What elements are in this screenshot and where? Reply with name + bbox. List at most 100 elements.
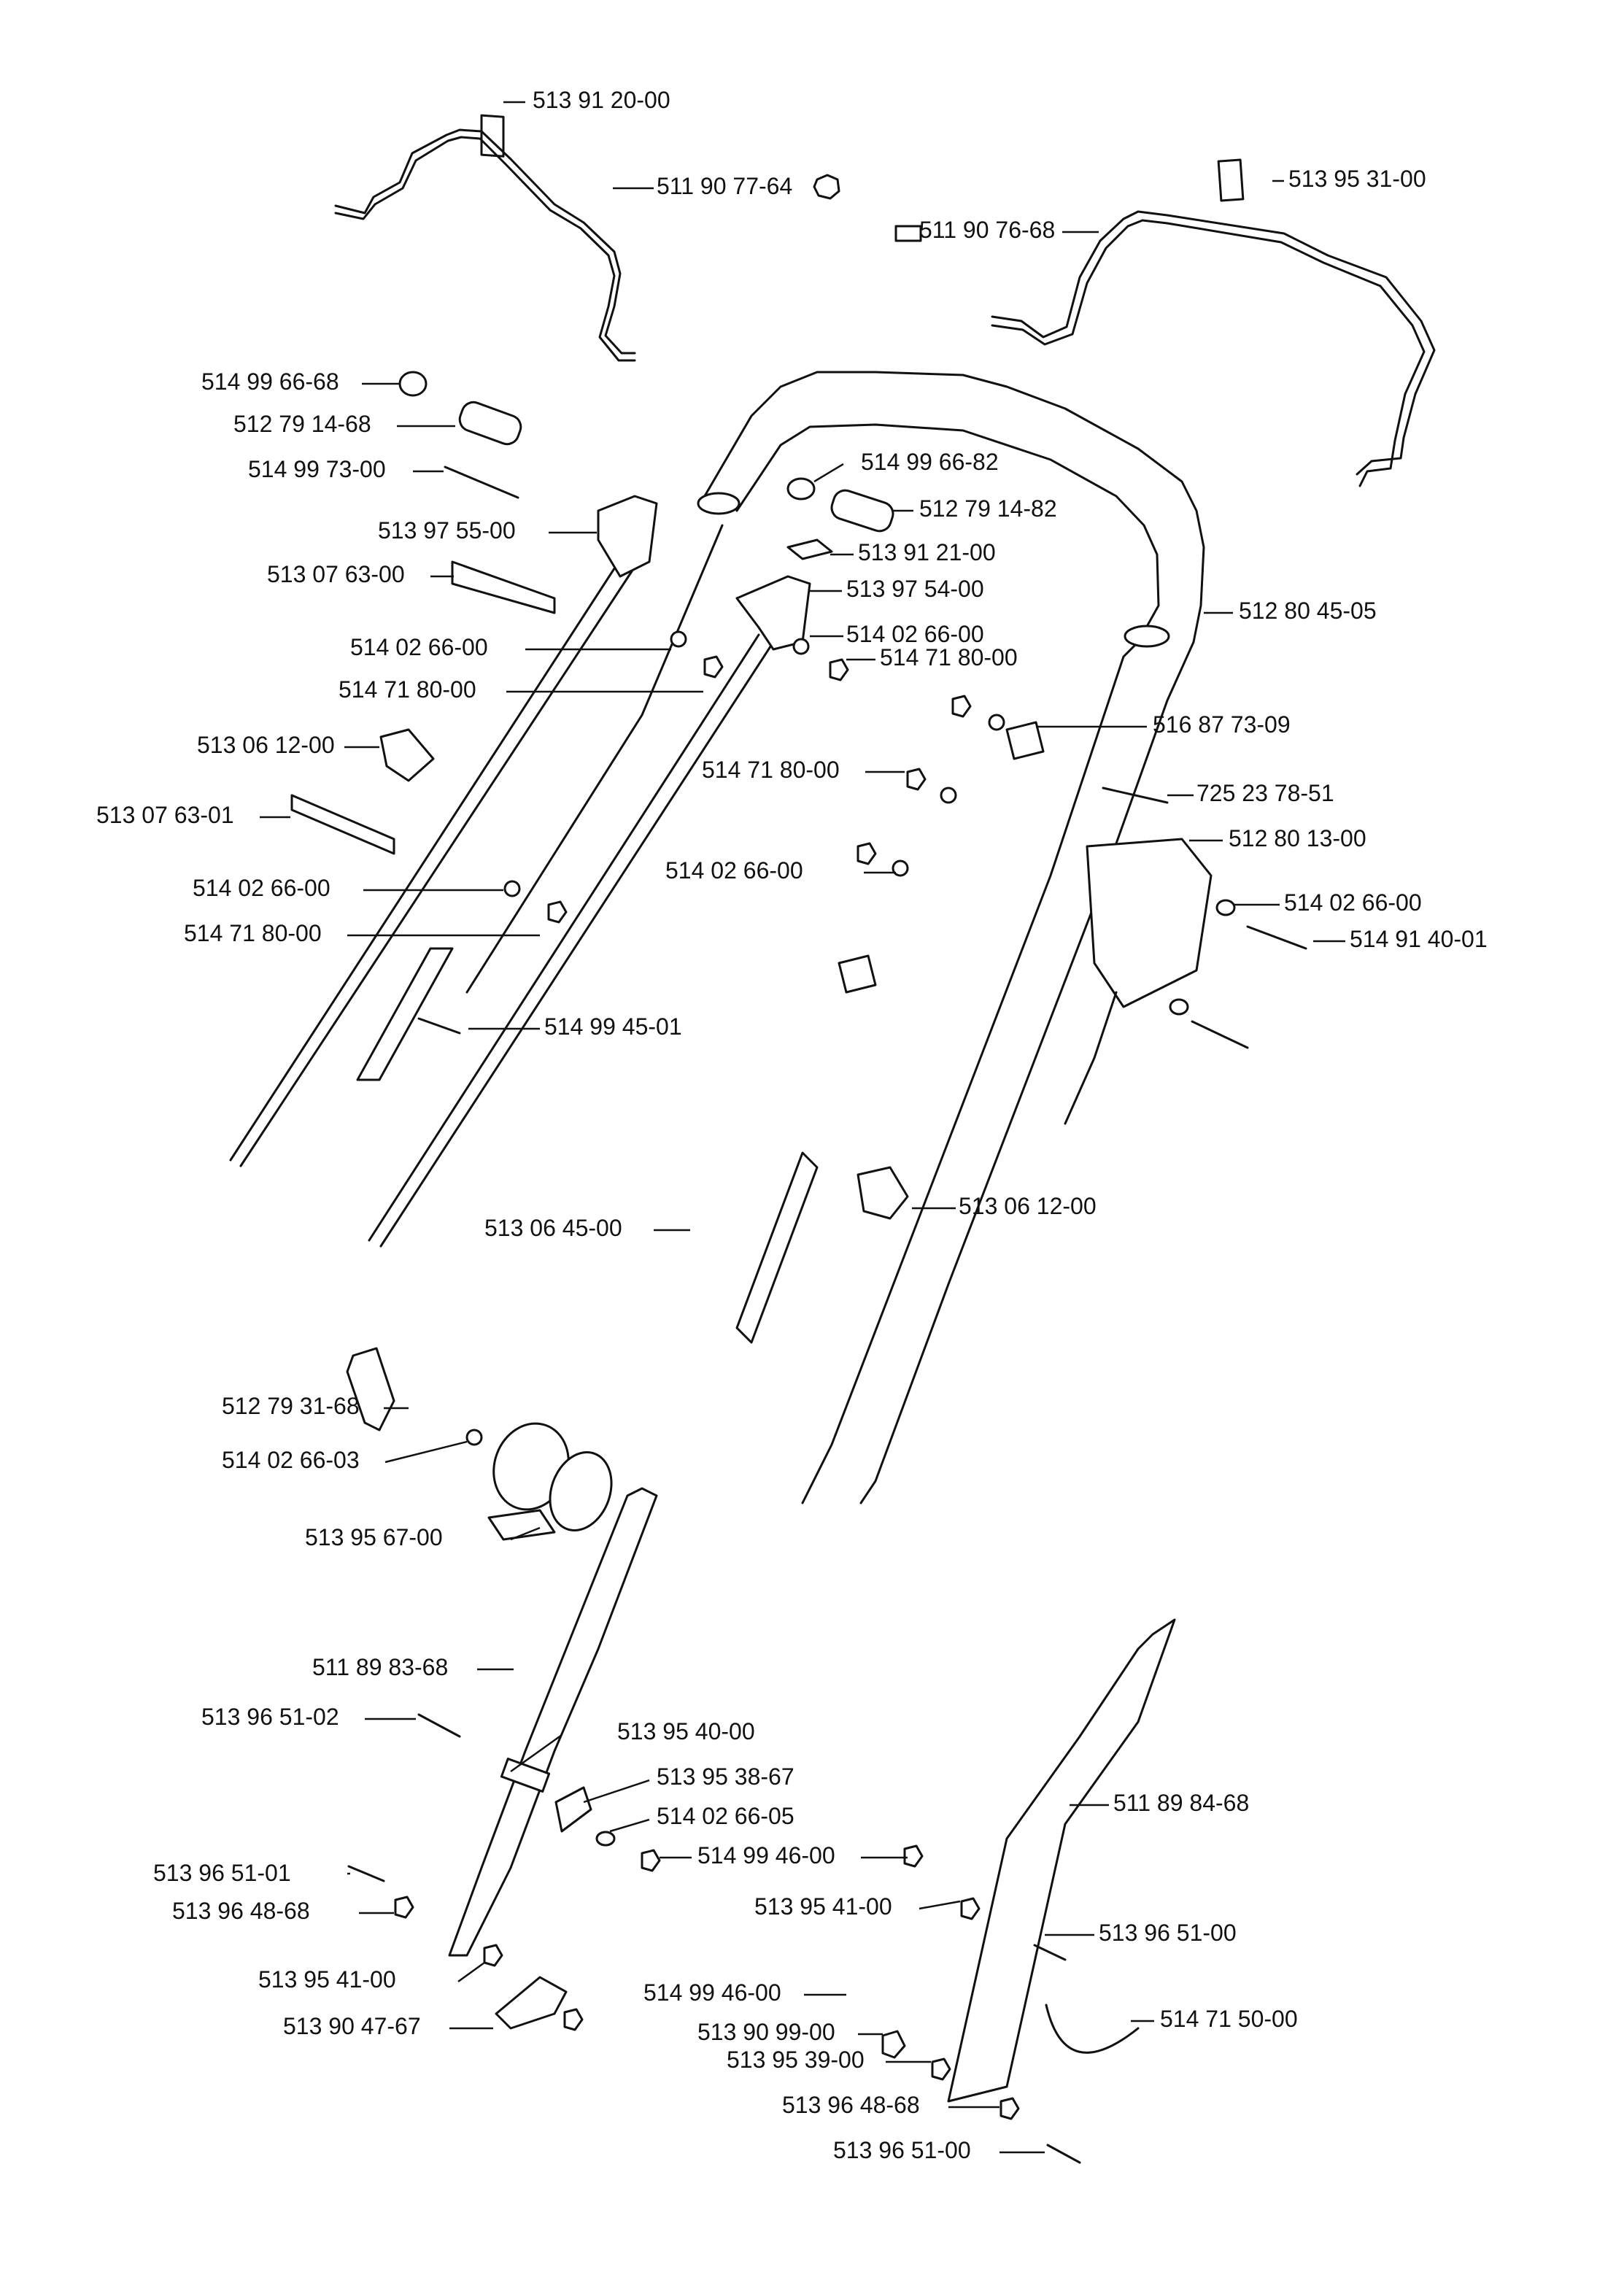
lower-right-assembly (881, 1618, 1176, 2164)
part-label-0: 513 91 20-00 (533, 87, 670, 113)
nut-icon-7 (641, 1849, 661, 1872)
part-label-8: 513 07 63-00 (267, 561, 405, 587)
washer-icon-6 (892, 859, 909, 877)
rod-bracket (356, 947, 454, 1081)
washer-icon-3 (792, 638, 810, 655)
handle-lower-flat-end (735, 1151, 819, 1344)
part-label-2: 513 95 31-00 (1288, 166, 1426, 192)
part-label-16: 514 99 66-82 (861, 449, 999, 475)
part-label-52: 513 96 48-68 (782, 2092, 920, 2118)
upper-handle-inner (735, 423, 1160, 1504)
part-label-24: 514 71 80-00 (702, 757, 840, 783)
washer-icon-7 (1215, 899, 1236, 916)
ratchet-disc-icon-2 (549, 1451, 613, 1531)
part-label-14: 514 71 80-00 (184, 920, 322, 946)
lower-handle-left (448, 1487, 658, 1957)
part-label-9: 514 02 66-00 (350, 634, 488, 660)
bracket-plate-icon-2 (495, 1976, 568, 2030)
upper-right-bail (894, 158, 1436, 487)
bolt-icon-51300 (1033, 1944, 1067, 1961)
switch-cable (1064, 991, 1118, 1125)
part-label-25: 725 23 78-51 (1196, 780, 1334, 806)
nut-icon-10 (563, 2008, 584, 2031)
part-label-20: 514 02 66-00 (846, 621, 984, 647)
part-label-19: 513 97 54-00 (846, 576, 984, 602)
bolt-icon-51301 (347, 1865, 385, 1882)
part-label-34: 513 95 67-00 (305, 1524, 443, 1550)
part-label-44: 513 96 51-00 (1099, 1920, 1237, 1946)
part-label-18: 513 91 21-00 (858, 539, 996, 565)
washer-icon-9 (465, 1429, 483, 1446)
bolt-icon-51300-b (1046, 2144, 1081, 2164)
control-rod-b (368, 633, 760, 1242)
control-rod-b-edge (379, 641, 775, 1248)
washer-icon-10 (595, 1831, 616, 1847)
bolt-icon-51302 (417, 1713, 461, 1738)
spring-icon (458, 401, 522, 446)
nut-icon-5 (906, 768, 927, 791)
washer-icon-2 (503, 880, 521, 897)
part-label-7: 513 97 55-00 (378, 517, 516, 544)
part-label-50: 513 90 99-00 (697, 2019, 835, 2045)
part-label-26: 514 02 66-00 (665, 857, 803, 884)
part-label-6: 514 99 73-00 (248, 456, 386, 482)
part-label-35: 511 89 83-68 (312, 1654, 448, 1680)
control-rod-c (465, 524, 724, 994)
knob-icon (346, 1347, 395, 1431)
part-label-49: 513 90 47-67 (283, 2013, 421, 2039)
bail-grip-sleeve-right (1217, 158, 1245, 202)
nut-icon-4 (951, 695, 972, 718)
part-label-40: 514 99 46-00 (697, 1842, 835, 1869)
nut-icon-3 (829, 658, 849, 681)
leader-lines (260, 101, 1345, 2154)
lower-left-assembly (346, 1347, 661, 2031)
part-label-3: 511 90 76-68 (919, 217, 1055, 243)
part-label-31: 513 06 45-00 (484, 1215, 622, 1241)
washer-icon (670, 630, 687, 648)
cap-nut-icon (813, 174, 840, 200)
part-label-39: 514 02 66-05 (657, 1803, 794, 1829)
part-label-45: 511 89 84-68 (1113, 1790, 1249, 1816)
nut-icon-2 (547, 900, 568, 924)
bracket-plate-icon (554, 1786, 592, 1833)
part-label-29: 514 91 40-01 (1350, 926, 1488, 952)
part-label-43: 513 95 41-00 (258, 1966, 396, 1993)
left-control-rods (229, 524, 775, 1248)
clamp-icon-right (857, 1166, 909, 1220)
flat-plate-icon-2 (487, 1509, 556, 1541)
part-label-37: 513 95 40-00 (617, 1718, 755, 1744)
lever-arm-icon-2 (290, 794, 395, 855)
end-cap-icon (398, 371, 428, 397)
part-label-53: 513 96 51-00 (833, 2137, 971, 2163)
part-label-17: 512 79 14-82 (919, 495, 1057, 522)
part-label-30: 513 06 12-00 (959, 1193, 1097, 1219)
nut-icon-6 (857, 842, 877, 865)
switch-box-icon (1086, 838, 1213, 1008)
upper-left-bail (334, 114, 840, 362)
cable-clip-icon (1005, 721, 1045, 760)
nut-icon-9 (483, 1944, 503, 1967)
washer-icon-8 (1169, 998, 1189, 1016)
part-label-46: 514 71 50-00 (1160, 2006, 1298, 2032)
part-label-51: 513 95 39-00 (727, 2047, 865, 2073)
part-label-13: 514 02 66-00 (193, 875, 330, 901)
part-label-22: 512 80 45-05 (1239, 598, 1377, 624)
spring-clip-icon (1045, 2004, 1140, 2054)
part-label-10: 514 71 80-00 (339, 676, 476, 703)
part-label-47: 513 95 41-00 (754, 1893, 892, 1920)
bail-rod-left-edge (334, 136, 636, 362)
part-label-15: 514 99 45-01 (544, 1013, 682, 1040)
part-label-36: 513 96 51-02 (201, 1704, 339, 1730)
upper-handle (697, 371, 1205, 1504)
washer-icon-4 (988, 714, 1005, 731)
part-label-12: 513 07 63-01 (96, 802, 234, 828)
flat-plate-icon (786, 538, 833, 560)
handle-tube-end-left (697, 492, 741, 515)
bolt-icon-725 (1102, 787, 1169, 804)
nut-icon-14 (931, 2057, 951, 2081)
part-label-48: 514 99 46-00 (643, 1979, 781, 2006)
long-bolt-icon (444, 465, 519, 499)
bail-rod-right (991, 210, 1436, 476)
